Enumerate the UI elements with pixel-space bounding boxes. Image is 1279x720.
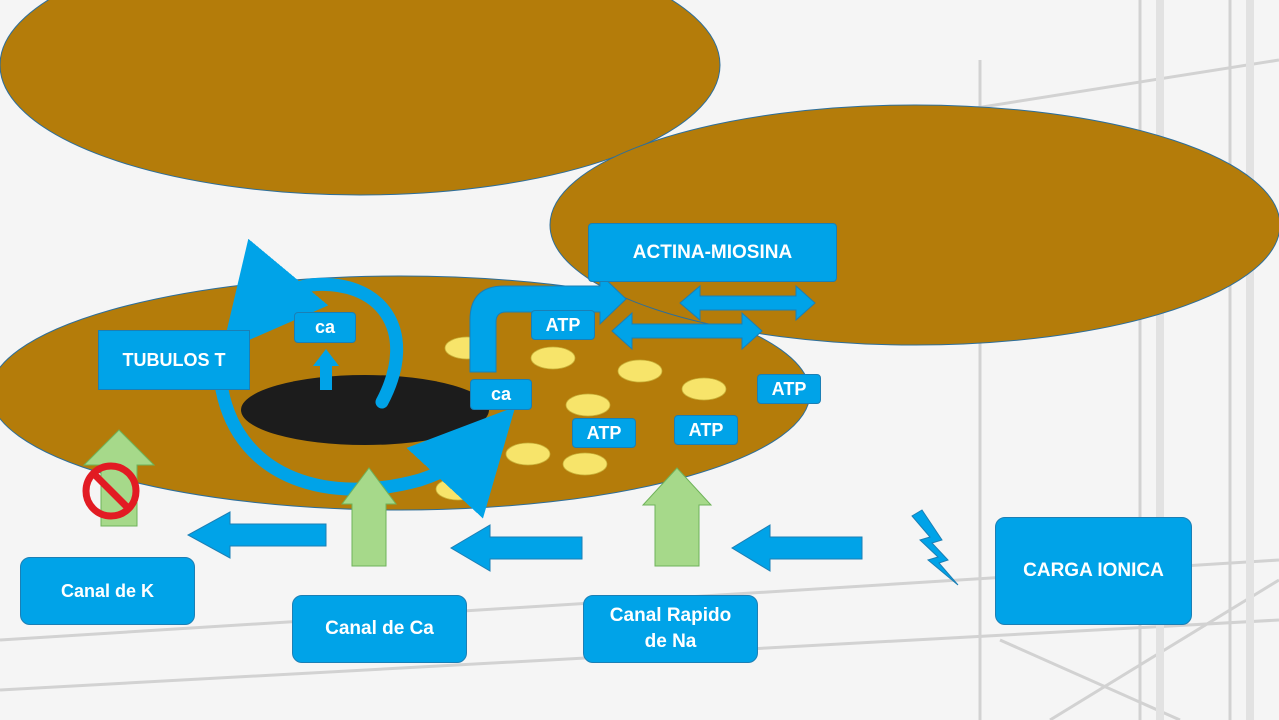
left-arrow-3 [731,524,863,572]
lightning-icon [911,509,959,586]
canal-ca-label: Canal de Ca [292,595,467,663]
up-arrow-ca [313,349,339,390]
atp-label-2: ATP [757,374,821,404]
double-arrow-lower [611,311,763,351]
ca-label-top: ca [294,312,356,343]
canal-na-label: Canal Rapido de Na [583,595,758,663]
atp-label-3: ATP [572,418,636,448]
left-arrow-2 [450,524,583,572]
green-arrow-na [641,467,713,567]
cell-top-left [0,0,721,196]
granule [565,393,611,417]
prohibited-icon [82,462,140,520]
granule [617,359,663,383]
nucleus [241,375,489,445]
canal-k-label: Canal de K [20,557,195,625]
curved-arrow-top [221,238,404,409]
atp-label-1: ATP [531,310,595,340]
carga-ionica-label: CARGA IONICA [995,517,1192,625]
bent-arrow-ca-actina [469,272,627,373]
granule [530,346,576,370]
atp-label-4: ATP [674,415,738,445]
actina-miosina-label: ACTINA-MIOSINA [588,223,837,282]
granule [681,377,727,401]
left-arrow-1 [186,511,327,559]
tubulos-t-label: TUBULOS T [98,330,250,390]
ca-label-middle: ca [470,379,532,410]
double-arrow-upper [679,284,816,322]
granule [562,452,608,476]
cell-right [549,104,1279,346]
granule [435,477,481,501]
green-arrow-ca [341,467,397,567]
granule [505,442,551,466]
